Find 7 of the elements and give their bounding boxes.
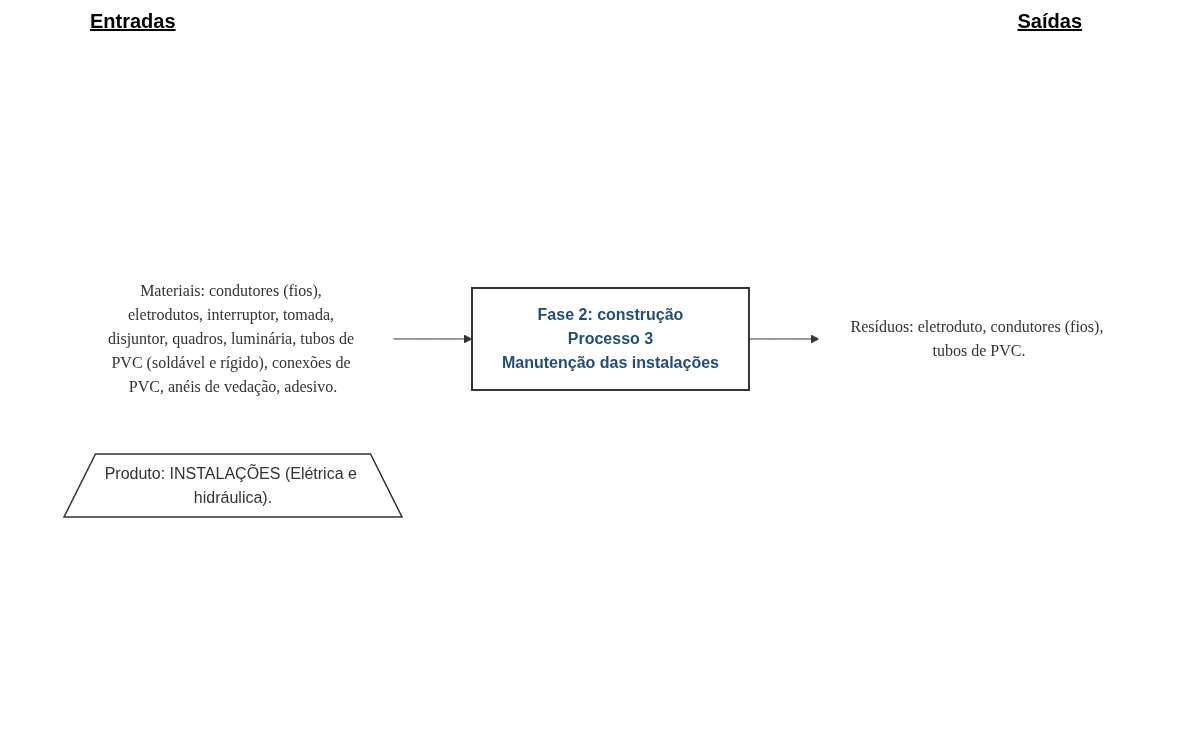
arrow [748,334,819,343]
arrow [392,334,472,343]
node-box: Fase 2: construção Processo 3 Manutenção das instalações [470,286,750,391]
column-heading: Saídas [1017,10,1082,34]
node-text: Resíduos: eletroduto, condutores (fios), tubos de PVC. [850,317,1103,359]
column-heading: Entradas [90,10,176,34]
node-text: Materiais: condutores (fios), eletrodutos, interruptor, tomada, disjuntor, quadros, luminária, tubos de PVC (soldável e rígido), conexões de PVC, anéis de vedação, adesivo. [107,281,354,395]
